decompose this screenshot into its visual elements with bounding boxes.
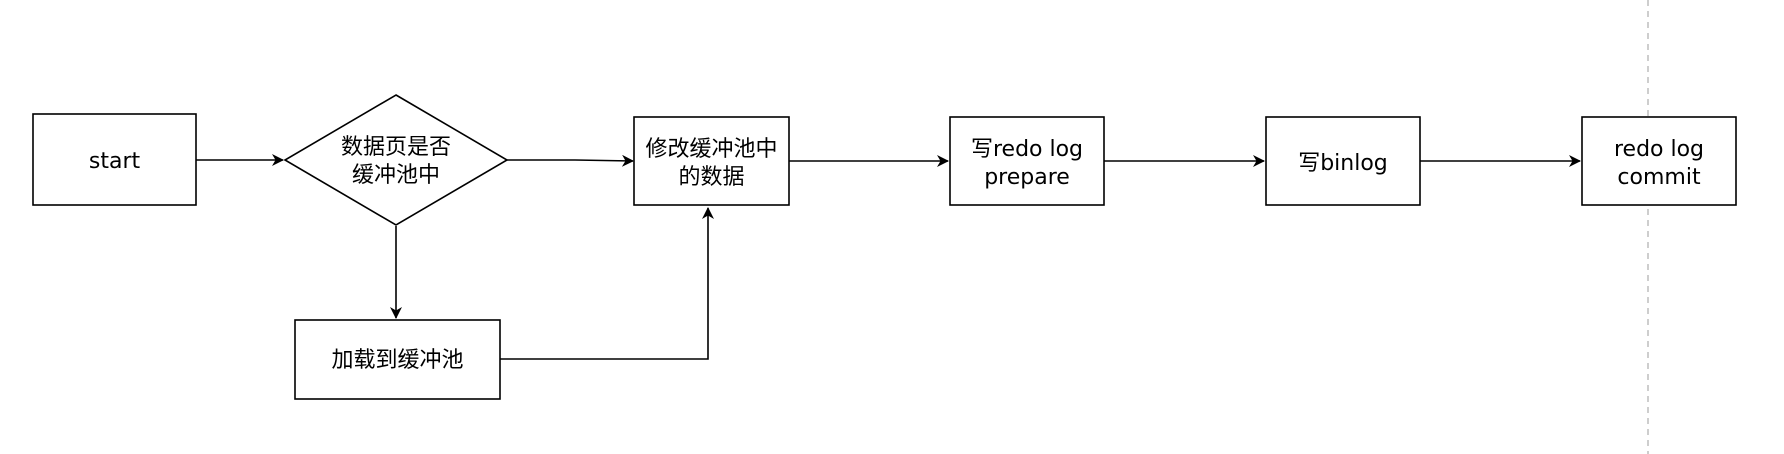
- edge-load-to-modify: [500, 207, 714, 360]
- edge-check-to-modify: [507, 154, 634, 167]
- node-start-label: start: [89, 149, 141, 174]
- node-check-page-line2: 缓冲池中: [352, 163, 440, 188]
- node-redo-commit-line1: redo log: [1614, 137, 1704, 162]
- node-modify-line2: 的数据: [678, 165, 744, 190]
- node-redo-commit-line2: commit: [1617, 165, 1701, 190]
- node-modify-line1: 修改缓冲池中: [645, 137, 777, 162]
- node-write-binlog: 写binlog: [1265, 116, 1421, 206]
- node-check-page-line1: 数据页是否: [341, 135, 451, 160]
- node-redo-prepare-line2: prepare: [984, 165, 1070, 190]
- node-binlog-label: 写binlog: [1298, 151, 1388, 176]
- node-modify-buffer-data: 修改缓冲池中 的数据: [633, 116, 790, 206]
- node-load-to-buffer: 加载到缓冲池: [294, 319, 501, 400]
- node-load-label: 加载到缓冲池: [331, 348, 463, 373]
- node-redo-log-commit: redo log commit: [1581, 116, 1737, 206]
- node-start: start: [32, 113, 197, 206]
- node-redo-prepare-line1: 写redo log: [971, 137, 1083, 162]
- node-check-page-in-buffer: 数据页是否 缓冲池中: [283, 94, 509, 226]
- node-redo-log-prepare: 写redo log prepare: [949, 116, 1105, 206]
